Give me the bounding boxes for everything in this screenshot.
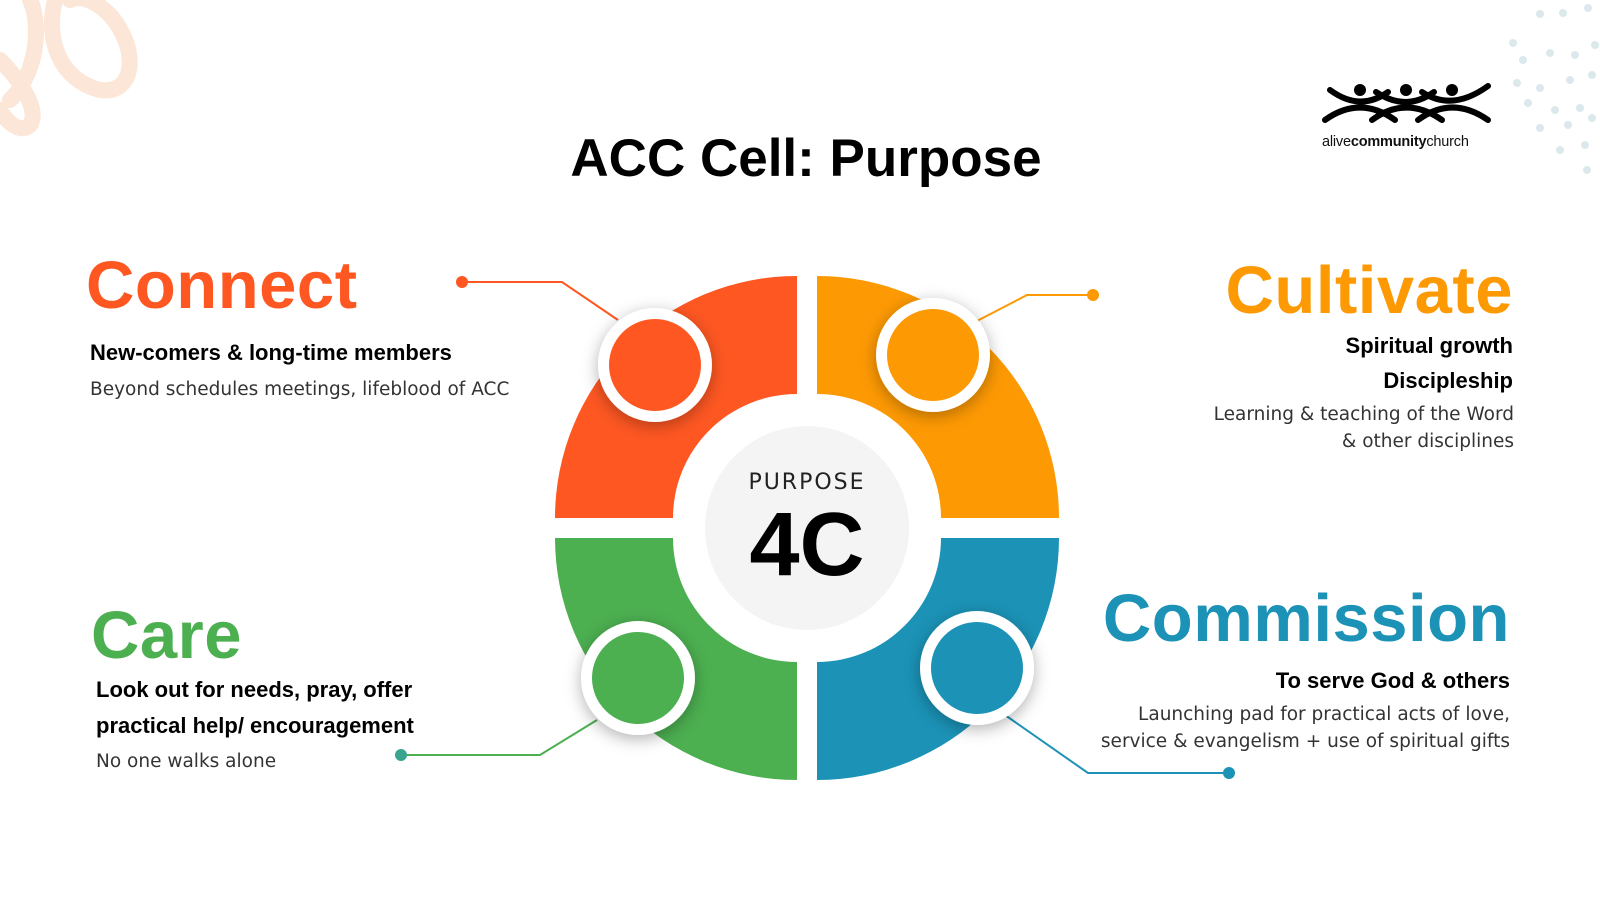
commission-connector xyxy=(1004,714,1229,774)
cultivate-subtitle-line: Discipleship xyxy=(1383,368,1513,393)
connect-subtitle: New-comers & long-time members xyxy=(90,340,452,365)
commission-description: Launching pad for practical acts of love… xyxy=(1101,701,1510,755)
center-circle xyxy=(705,426,909,630)
center-label: PURPOSE xyxy=(748,470,866,495)
cultivate-description: Learning & teaching of the Word & other … xyxy=(1214,401,1514,455)
care-subtitle: Look out for needs, pray, offer practica… xyxy=(96,672,414,744)
connect-connector-dot xyxy=(456,276,468,288)
swirl-decoration xyxy=(0,0,138,137)
care-node xyxy=(581,621,695,735)
cultivate-subtitle-line: Spiritual growth xyxy=(1345,333,1513,358)
connect-heading: Connect xyxy=(86,248,358,323)
cultivate-description-line: & other disciplines xyxy=(1341,431,1514,452)
center-4c: 4C xyxy=(749,495,865,595)
care-heading: Care xyxy=(91,598,242,673)
connect-description: Beyond schedules meetings, lifeblood of … xyxy=(90,379,510,400)
care-subtitle-line: practical help/ encouragement xyxy=(96,713,414,738)
care-description: No one walks alone xyxy=(96,751,277,772)
logo-wordmark: alivecommunitychurch xyxy=(1322,134,1469,150)
commission-node xyxy=(920,611,1034,725)
cultivate-subtitle: Spiritual growth Discipleship xyxy=(1346,328,1513,398)
connect-connector xyxy=(462,281,619,321)
commission-heading: Commission xyxy=(1102,581,1510,656)
commission-subtitle: To serve God & others xyxy=(1275,668,1510,693)
commission-connector-dot xyxy=(1223,767,1235,779)
dots-decoration xyxy=(1509,4,1599,174)
commission-description-line: Launching pad for practical acts of love… xyxy=(1138,704,1510,725)
care-connector-dot xyxy=(395,749,407,761)
cultivate-connector-dot xyxy=(1087,289,1099,301)
cultivate-description-line: Learning & teaching of the Word xyxy=(1213,404,1514,425)
logo-text-bold: community xyxy=(1350,134,1427,150)
cultivate-node xyxy=(876,298,990,412)
care-connector xyxy=(401,719,598,756)
cultivate-connector xyxy=(974,294,1093,323)
logo-text-prefix: alive xyxy=(1322,134,1351,150)
logo-text-suffix: church xyxy=(1426,134,1469,150)
church-logo-icon xyxy=(1322,83,1491,123)
connect-node xyxy=(598,308,712,422)
commission-description-line: service & evangelism + use of spiritual … xyxy=(1100,731,1510,752)
cultivate-heading: Cultivate xyxy=(1225,253,1513,328)
care-subtitle-line: Look out for needs, pray, offer xyxy=(96,677,413,702)
page-title: ACC Cell: Purpose xyxy=(570,129,1042,188)
